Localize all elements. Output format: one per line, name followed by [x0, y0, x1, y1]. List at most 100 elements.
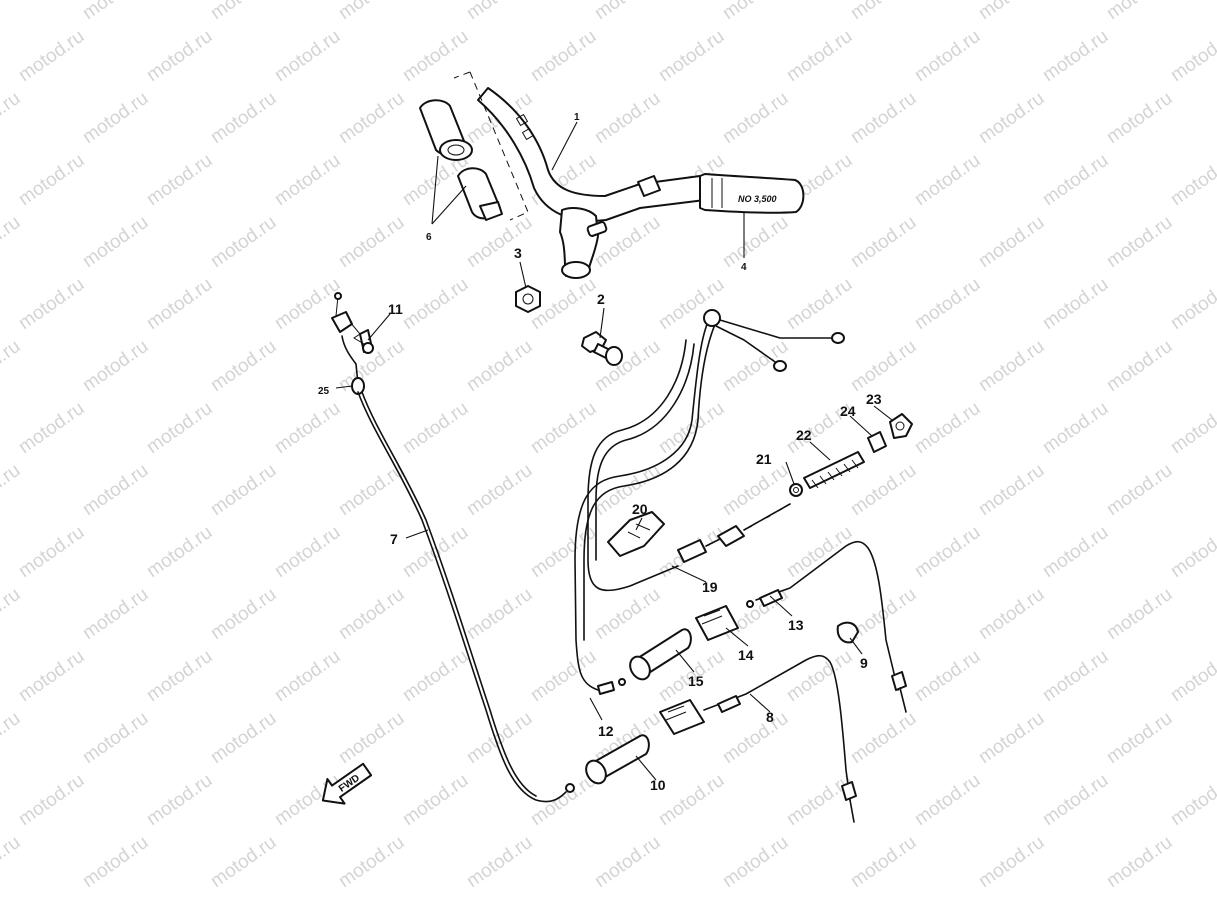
watermark-text: motod.ru [975, 584, 1048, 644]
watermark-text: motod.ru [271, 646, 344, 706]
watermark-text: motod.ru [335, 88, 408, 148]
watermark-text: motod.ru [335, 584, 408, 644]
watermark-text: motod.ru [1167, 398, 1217, 458]
callout-10: 10 [650, 777, 666, 793]
callout-11: 11 [388, 301, 403, 317]
watermark-text: motod.ru [975, 708, 1048, 768]
watermark-text: motod.ru [1167, 150, 1217, 210]
watermark-text: motod.ru [591, 88, 664, 148]
watermark-text: motod.ru [1103, 88, 1176, 148]
callout-12: 12 [598, 723, 614, 739]
throttle-grip-part[interactable]: NO 3,500 [699, 173, 805, 214]
callout-2: 2 [597, 291, 605, 307]
watermark-text: motod.ru [271, 274, 344, 334]
watermark-text: motod.ru [911, 26, 984, 86]
watermark-text: motod.ru [463, 584, 536, 644]
watermark-text: motod.ru [783, 522, 856, 582]
watermark-text: motod.ru [143, 26, 216, 86]
watermark-text: motod.ru [143, 522, 216, 582]
watermark-text: motod.ru [847, 708, 920, 768]
watermark-text: motod.ru [783, 274, 856, 334]
watermark-text: motod.ru [79, 0, 152, 24]
watermark-text: motod.ru [911, 398, 984, 458]
switch-cable-8-part[interactable] [659, 654, 857, 823]
bolt-part[interactable] [581, 331, 623, 366]
callout-23: 23 [866, 391, 882, 407]
watermark-text: motod.ru [1103, 708, 1176, 768]
callout-14: 14 [738, 647, 754, 663]
watermark-text: motod.ru [975, 88, 1048, 148]
watermark-text: motod.ru [207, 708, 280, 768]
watermark-text: motod.ru [399, 274, 472, 334]
watermark-text: motod.ru [975, 832, 1048, 892]
clip-part[interactable] [836, 621, 859, 644]
callout-6: 6 [426, 232, 432, 243]
watermark-text: motod.ru [1167, 770, 1217, 830]
watermark-text: motod.ru [463, 832, 536, 892]
watermark-text: motod.ru [15, 522, 88, 582]
leader-lines [335, 121, 893, 781]
watermark-text: motod.ru [15, 274, 88, 334]
callout-13: 13 [788, 617, 804, 633]
watermark-text: motod.ru [0, 708, 24, 768]
watermark-text: motod.ru [975, 336, 1048, 396]
watermark-text: motod.ru [975, 0, 1048, 24]
watermark-text: motod.ru [847, 336, 920, 396]
callout-21: 21 [756, 451, 772, 467]
watermark-text: motod.ru [399, 770, 472, 830]
clamp-bolt-part[interactable] [331, 292, 374, 354]
watermark-text: motod.ru [1103, 460, 1176, 520]
cover-10-part[interactable] [582, 734, 650, 787]
watermark-text: motod.ru [335, 708, 408, 768]
watermark-text: motod.ru [1103, 212, 1176, 272]
cover-15-part[interactable] [626, 628, 692, 683]
watermark-text: motod.ru [719, 460, 792, 520]
throttle-cable-part[interactable] [574, 309, 845, 695]
watermark-text: motod.ru [335, 832, 408, 892]
watermark-text: motod.ru [79, 460, 152, 520]
watermark-text: motod.ru [207, 336, 280, 396]
watermark-text: motod.ru [0, 88, 24, 148]
watermark-text: motod.ru [463, 460, 536, 520]
watermark-text: motod.ru [1103, 336, 1176, 396]
watermark-text: motod.ru [15, 150, 88, 210]
watermark-text: motod.ru [975, 460, 1048, 520]
watermark-text: motod.ru [271, 398, 344, 458]
watermark-text: motod.ru [207, 584, 280, 644]
watermark-text: motod.ru [0, 584, 24, 644]
watermark-text: motod.ru [463, 336, 536, 396]
watermark-text: motod.ru [591, 832, 664, 892]
left-grip-part[interactable] [419, 71, 529, 221]
watermark-text: motod.ru [15, 26, 88, 86]
watermark-text: motod.ru [207, 460, 280, 520]
watermark-text: motod.ru [655, 770, 728, 830]
callout-4: 4 [741, 262, 747, 273]
watermark-text: motod.ru [15, 646, 88, 706]
watermark-text: motod.ru [1039, 150, 1112, 210]
watermark-text: motod.ru [911, 150, 984, 210]
watermark-text: motod.ru [207, 88, 280, 148]
watermark-text: motod.ru [719, 0, 792, 24]
callout-25: 25 [318, 386, 330, 397]
switch-cable-13-part[interactable] [695, 540, 907, 713]
brake-cable-part[interactable] [341, 335, 575, 803]
watermark-text: motod.ru [1167, 646, 1217, 706]
watermark-text: motod.ru [1039, 522, 1112, 582]
watermark-text: motod.ru [79, 832, 152, 892]
watermark-text: motod.ru [1167, 274, 1217, 334]
cable-adjuster-part[interactable] [607, 413, 913, 563]
watermark-text: motod.ru [847, 0, 920, 24]
callout-22: 22 [796, 427, 812, 443]
callout-24: 24 [840, 403, 856, 419]
watermark-text: motod.ru [591, 460, 664, 520]
callout-8: 8 [766, 709, 774, 725]
watermark-text: motod.ru [335, 0, 408, 24]
watermark-text: motod.ru [847, 212, 920, 272]
watermark-text: motod.ru [207, 832, 280, 892]
nut-part[interactable] [515, 285, 541, 313]
watermark-text: motod.ru [143, 770, 216, 830]
watermark-text: motod.ru [1103, 584, 1176, 644]
watermark-text: motod.ru [79, 584, 152, 644]
handlebar-part[interactable] [477, 87, 706, 279]
